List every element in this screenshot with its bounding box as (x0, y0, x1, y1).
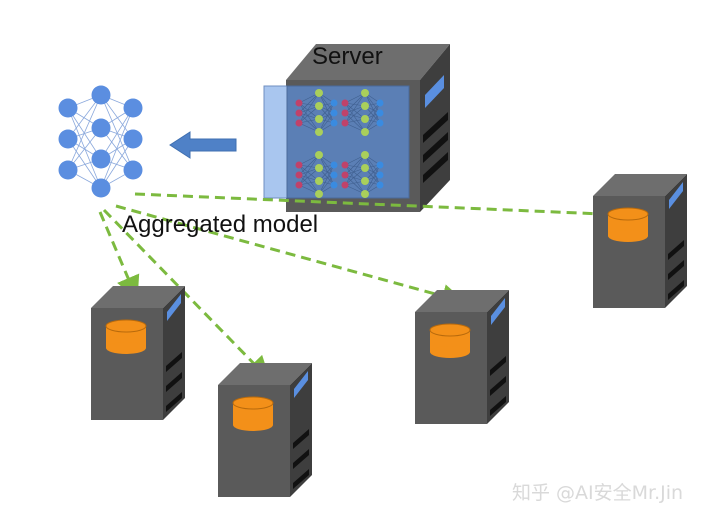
client-servers (91, 174, 687, 497)
server-screen-icon (491, 298, 505, 325)
neuron-node (123, 98, 143, 118)
neuron-node (91, 178, 111, 198)
neuron-node (123, 129, 143, 149)
database-icon (232, 396, 274, 431)
aggregated-model-label: Aggregated model (122, 211, 318, 238)
local-model-icon (295, 151, 338, 198)
watermark: 知乎 @AI安全Mr.Jin (512, 482, 683, 504)
neuron-node (91, 118, 111, 138)
neuron-node (91, 149, 111, 169)
edge-to-client-4 (134, 192, 635, 227)
local-model-icon (341, 89, 384, 136)
client-3-server (415, 290, 509, 424)
database-icon (429, 323, 471, 358)
edge-to-client-3 (115, 204, 466, 308)
neuron-node (123, 160, 143, 180)
database-icon (607, 207, 649, 242)
client-4-server (593, 174, 687, 308)
panel-back (263, 85, 291, 199)
server-screen-icon (167, 294, 181, 321)
neuron-node (58, 160, 78, 180)
server-screen-icon (669, 182, 683, 209)
neuron-node (58, 129, 78, 149)
server-label: Server (312, 43, 383, 70)
central-server (263, 44, 450, 212)
neuron-node (58, 98, 78, 118)
database-icon (105, 319, 147, 354)
server-screen-icon (425, 75, 444, 108)
edge-to-client-1 (98, 211, 140, 301)
transfer-arrow-icon (169, 131, 237, 159)
local-model-icon (341, 151, 384, 198)
local-models-group (295, 89, 384, 198)
neuron-node (91, 85, 111, 105)
client-1-server (91, 286, 185, 420)
server-screen-icon (294, 371, 308, 398)
client-2-server (218, 363, 312, 497)
local-model-icon (295, 89, 338, 136)
aggregated-model-icon (58, 85, 143, 198)
